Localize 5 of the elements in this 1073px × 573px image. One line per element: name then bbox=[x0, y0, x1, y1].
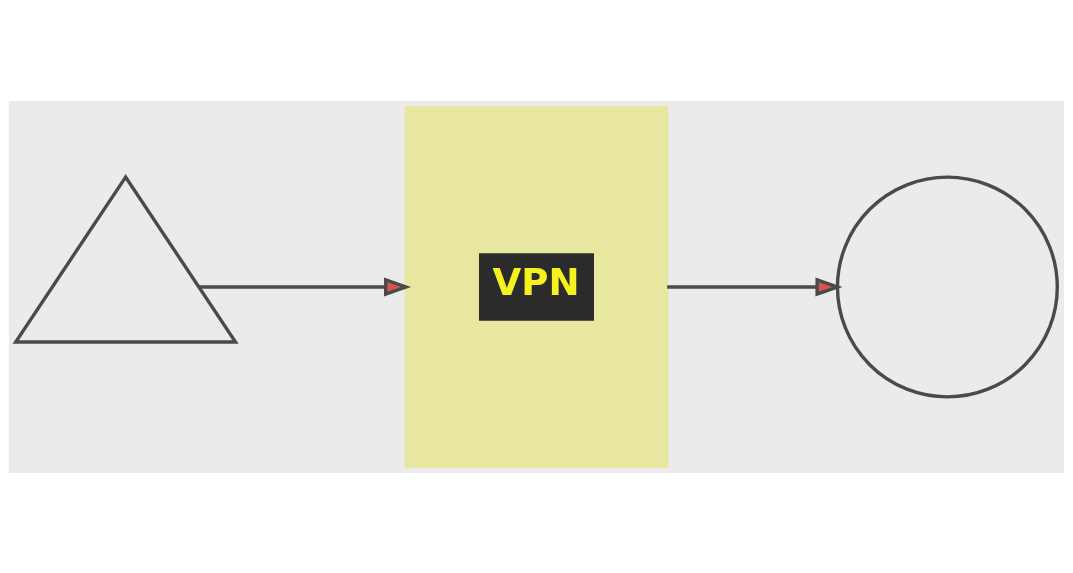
node-tower bbox=[12, 173, 239, 344]
arrow bbox=[667, 277, 843, 296]
node-globe bbox=[835, 174, 1059, 399]
arrow bbox=[199, 277, 412, 296]
node-box: VPN bbox=[404, 105, 669, 468]
